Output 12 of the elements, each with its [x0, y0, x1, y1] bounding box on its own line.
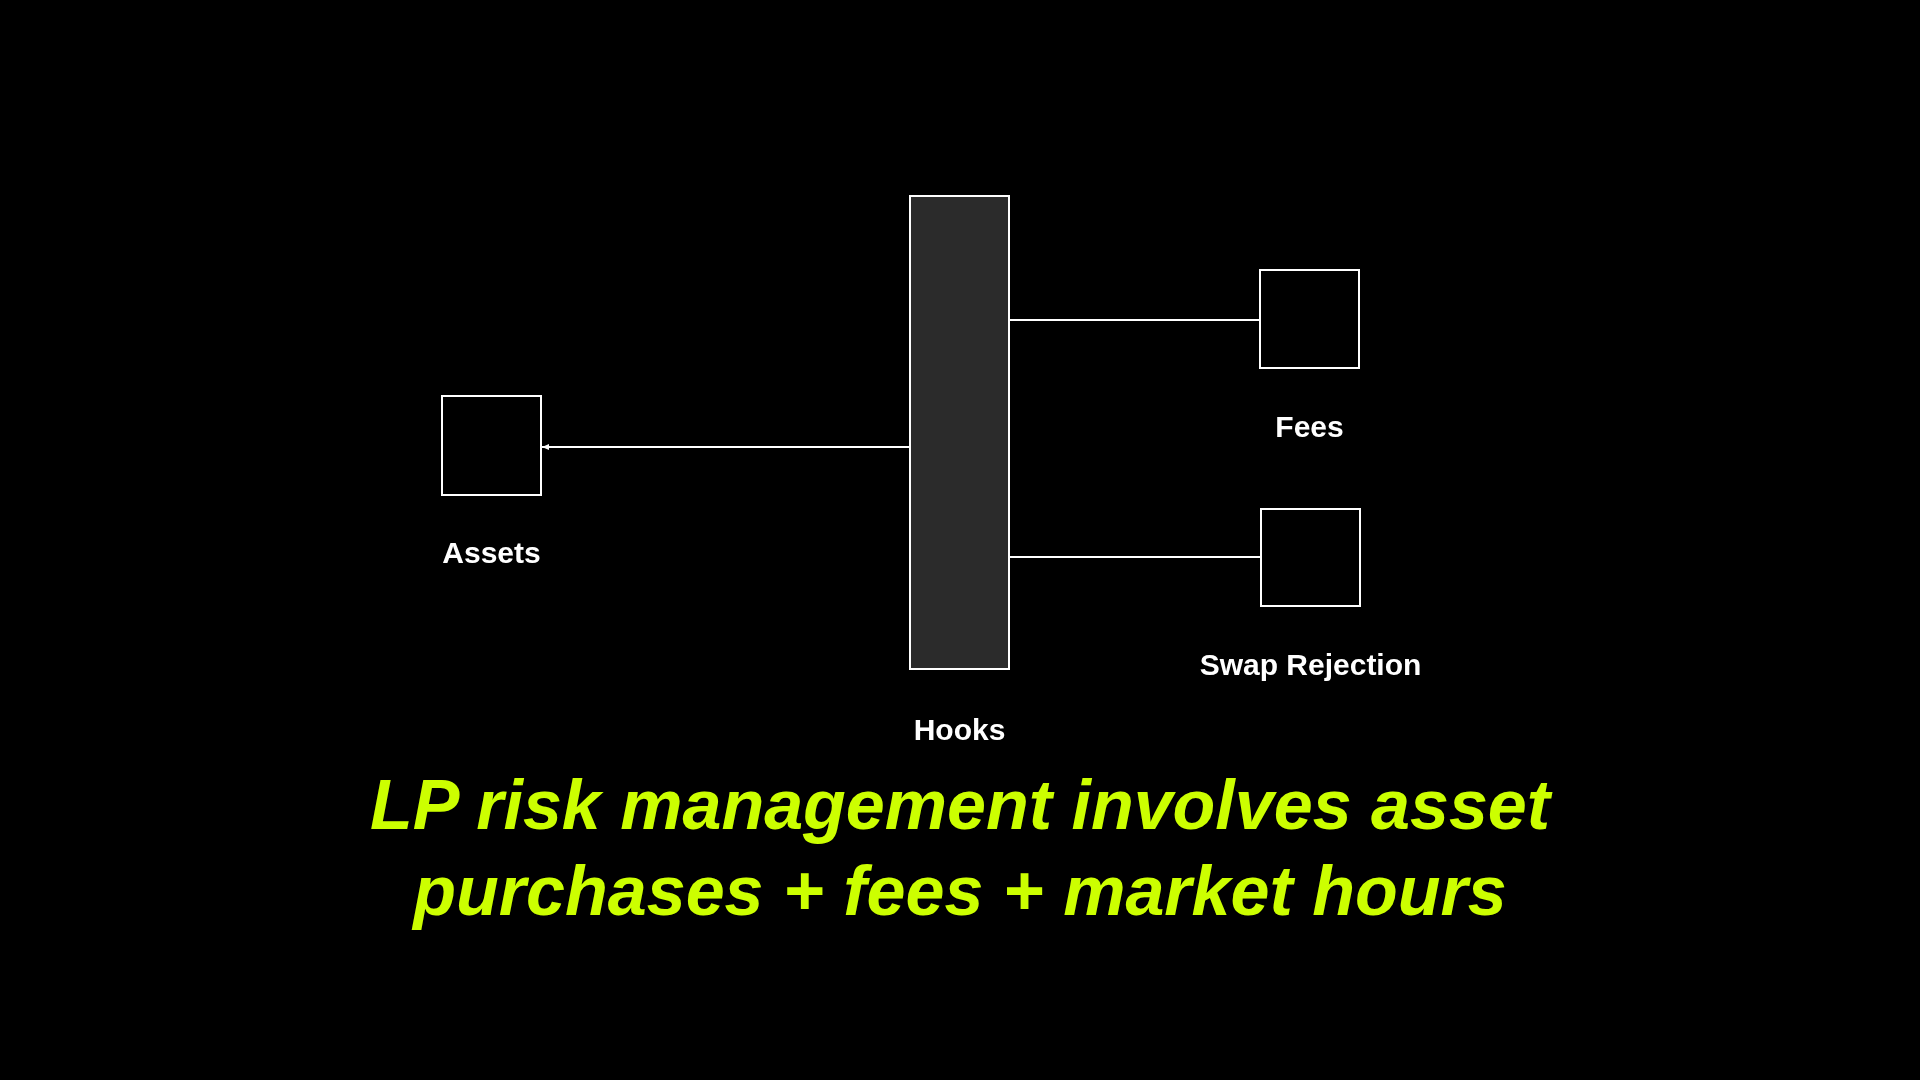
node-label: Fees [1275, 409, 1344, 445]
empty-box [1260, 508, 1361, 607]
caption: LP risk management involves asset purchases + fees + market hours [368, 765, 1554, 932]
connector-line [1009, 319, 1260, 321]
node-label: Swap Rejection [1199, 647, 1422, 683]
node-label: Assets [442, 535, 541, 571]
node-label: Hooks [913, 712, 1006, 748]
empty-box [441, 395, 542, 496]
connector-line [541, 444, 910, 450]
empty-box [1259, 269, 1360, 369]
connector-line [1009, 556, 1261, 558]
hooks-bar [909, 195, 1010, 670]
